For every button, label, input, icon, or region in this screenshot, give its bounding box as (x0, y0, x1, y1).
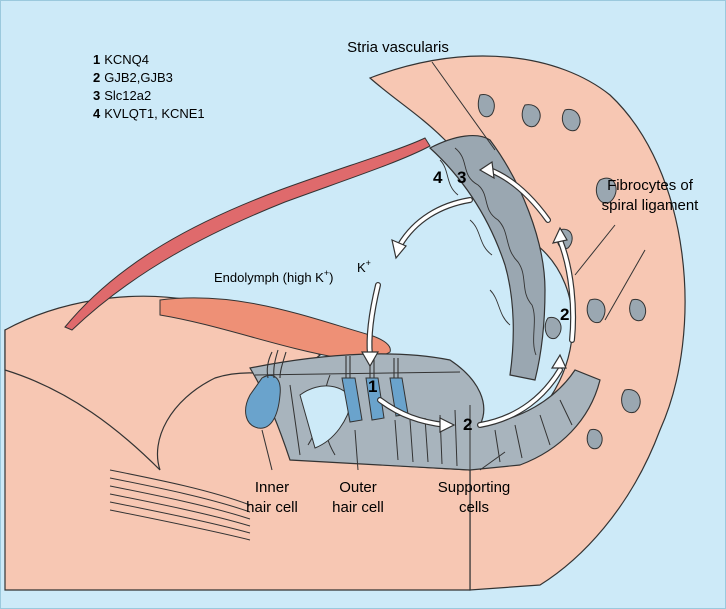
marker-3: 3 (457, 168, 466, 187)
marker-2-supporting: 2 (463, 415, 472, 434)
label-fibrocytes-line2: spiral ligament (602, 197, 700, 214)
label-inner-hair-cell-line1: Inner (255, 479, 289, 496)
label-stria-vascularis: Stria vascularis (347, 39, 449, 56)
label-supporting-cells-line1: Supporting (438, 479, 511, 496)
label-endolymph: Endolymph (high K+) (214, 268, 333, 285)
label-fibrocytes-line1: Fibrocytes of (607, 177, 694, 194)
label-potassium: K+ (357, 258, 371, 275)
label-outer-hair-cell-line2: hair cell (332, 499, 384, 516)
label-outer-hair-cell-line1: Outer (339, 479, 377, 496)
label-inner-hair-cell-line2: hair cell (246, 499, 298, 516)
marker-2-ligament: 2 (560, 305, 569, 324)
label-supporting-cells-line2: cells (459, 499, 489, 516)
marker-4: 4 (433, 168, 443, 187)
marker-1: 1 (368, 377, 377, 396)
